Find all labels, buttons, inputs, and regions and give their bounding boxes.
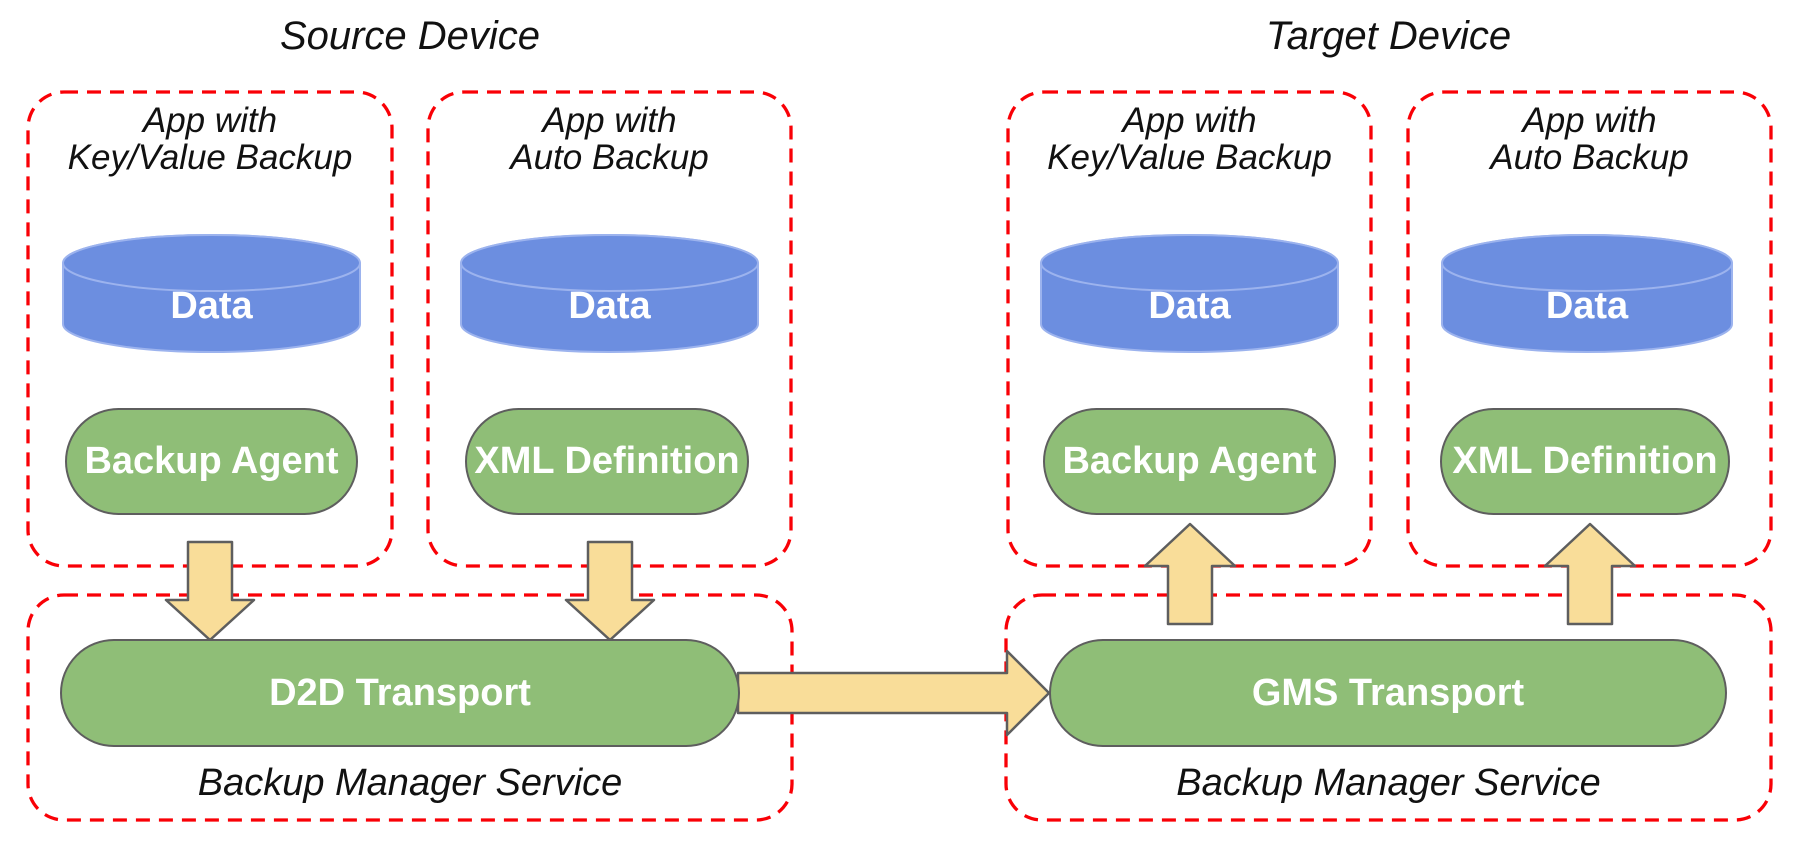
data-cylinder-label: Data: [568, 285, 651, 327]
source-app-kv-title: App with Key/Value Backup: [28, 102, 392, 176]
down-arrow-icon: [164, 540, 256, 642]
data-cylinder-label: Data: [1148, 285, 1231, 327]
target-device-title: Target Device: [1265, 14, 1512, 58]
target-kv-data-cylinder: [1040, 234, 1339, 353]
app-title-line1: App with: [1122, 101, 1257, 140]
app-title-line2: Key/Value Backup: [67, 138, 353, 177]
backup-agent-pill: Backup Agent: [65, 408, 358, 515]
xml-definition-pill: XML Definition: [465, 408, 749, 515]
up-arrow-icon: [1543, 522, 1637, 626]
gms-transport-pill: GMS Transport: [1049, 639, 1727, 747]
xml-definition-pill: XML Definition: [1440, 408, 1730, 515]
source-app-auto-title: App with Auto Backup: [428, 102, 791, 176]
data-cylinder-label: Data: [170, 285, 253, 327]
app-title-line2: Key/Value Backup: [1047, 138, 1332, 177]
app-title-line2: Auto Backup: [510, 138, 709, 177]
d2d-transport-pill: D2D Transport: [60, 639, 740, 747]
source-auto-data-cylinder: [460, 234, 759, 353]
up-arrow-icon: [1143, 522, 1237, 626]
app-title-line2: Auto Backup: [1490, 138, 1689, 177]
app-title-line1: App with: [1522, 101, 1657, 140]
target-backup-manager-service-label: Backup Manager Service: [1176, 762, 1601, 804]
right-arrow-icon: [736, 649, 1051, 737]
target-app-kv-title: App with Key/Value Backup: [1008, 102, 1371, 176]
down-arrow-icon: [564, 540, 656, 642]
app-title-line1: App with: [542, 101, 677, 140]
target-auto-data-cylinder: [1441, 234, 1733, 353]
backup-agent-pill: Backup Agent: [1043, 408, 1336, 515]
data-cylinder-label: Data: [1545, 285, 1629, 327]
source-backup-manager-service-label: Backup Manager Service: [197, 762, 623, 804]
app-title-line1: App with: [142, 101, 278, 140]
source-device-title: Source Device: [279, 14, 541, 58]
source-backup-manager-service-box: [26, 593, 794, 822]
target-app-auto-title: App with Auto Backup: [1408, 102, 1771, 176]
source-kv-data-cylinder: [62, 234, 361, 353]
